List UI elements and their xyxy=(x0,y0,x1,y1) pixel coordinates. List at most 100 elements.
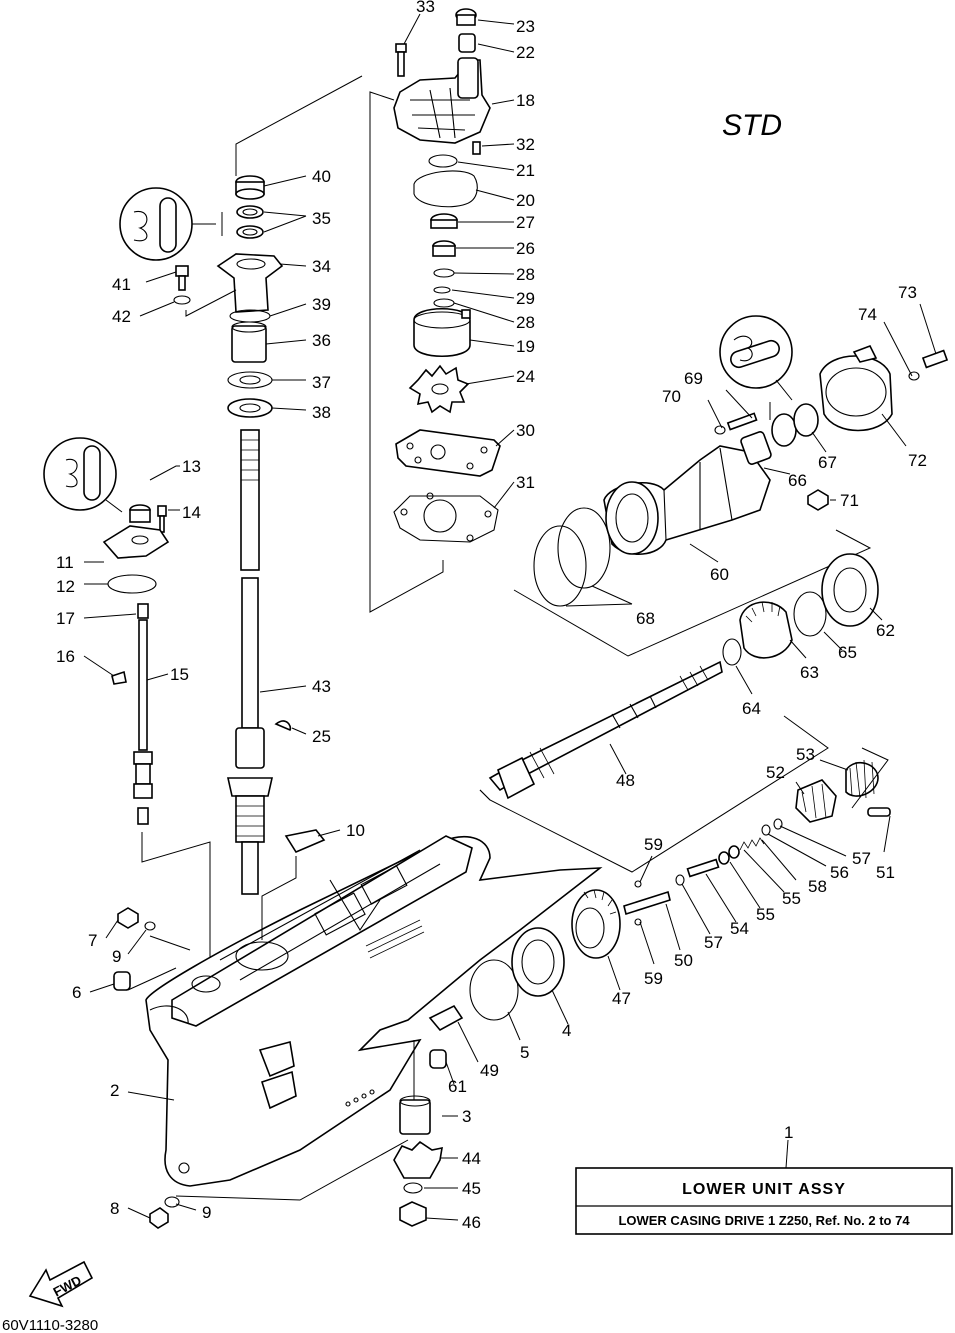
callout-30: 30 xyxy=(516,421,535,440)
bearing-3 xyxy=(399,1099,431,1135)
callout-44: 44 xyxy=(462,1149,481,1168)
callout-71: 71 xyxy=(840,491,859,510)
callout-36: 36 xyxy=(312,331,331,350)
callout-52: 52 xyxy=(766,763,785,782)
callout-65: 65 xyxy=(838,643,857,662)
callout-15: 15 xyxy=(170,665,189,684)
callout-68: 68 xyxy=(636,609,655,628)
callout-25: 25 xyxy=(312,727,331,746)
assembly-box-frame xyxy=(575,1167,953,1235)
pin-32 xyxy=(472,141,481,155)
callout-57a: 57 xyxy=(704,933,723,952)
assembly-title: LOWER UNIT ASSY xyxy=(682,1181,846,1198)
bearing-4 xyxy=(511,927,565,997)
pump-cup-19 xyxy=(413,307,471,358)
casing-drive-shaft-hole xyxy=(235,941,289,971)
seal-35-lower xyxy=(236,225,264,239)
prop-housing-group xyxy=(513,344,949,666)
bolt-7 xyxy=(117,907,139,929)
washer-28-lower xyxy=(433,298,455,308)
nut-46 xyxy=(399,1201,427,1227)
shim-65 xyxy=(793,591,827,637)
callout-57b: 57 xyxy=(852,849,871,868)
callout-22: 22 xyxy=(516,43,535,62)
callout-27: 27 xyxy=(516,213,535,232)
outer-plate-30 xyxy=(395,429,501,477)
callout-37: 37 xyxy=(312,373,331,392)
shim-37 xyxy=(227,371,273,389)
callout-26: 26 xyxy=(516,239,535,258)
anode-plate xyxy=(258,1041,295,1078)
callout-23: 23 xyxy=(516,17,535,36)
callout-67: 67 xyxy=(818,453,837,472)
callout-29: 29 xyxy=(516,289,535,308)
callout-53: 53 xyxy=(796,745,815,764)
callout-55b: 55 xyxy=(782,889,801,908)
spring-58 xyxy=(739,837,765,851)
drive-shaft-43-spline xyxy=(235,795,265,843)
callout-12: 12 xyxy=(56,577,75,596)
o-ring-68-left xyxy=(533,525,587,607)
callout-69: 69 xyxy=(684,369,703,388)
forward-gear-47 xyxy=(571,889,621,959)
callout-63: 63 xyxy=(800,663,819,682)
drive-shaft-group xyxy=(173,75,363,895)
o-ring-21 xyxy=(428,154,458,168)
variant-label: STD xyxy=(722,109,782,142)
bearing-66 xyxy=(740,431,772,465)
propeller-shaft-48 xyxy=(479,660,723,801)
bearing-housing-34 xyxy=(216,253,284,313)
callout-54: 54 xyxy=(730,919,749,938)
clip-16 xyxy=(111,670,127,685)
callout-47: 47 xyxy=(612,989,631,1008)
o-ring-68-right xyxy=(557,507,611,589)
forward-gear-group xyxy=(469,880,671,1021)
callout-56: 56 xyxy=(830,863,849,882)
callout-45: 45 xyxy=(462,1179,481,1198)
o-ring-12 xyxy=(107,574,157,594)
callout-7: 7 xyxy=(88,931,97,950)
ball-59-upper xyxy=(634,880,642,888)
gasket-31 xyxy=(393,495,499,543)
bolt-14-head xyxy=(157,505,167,517)
casing-top-deck xyxy=(171,835,473,1027)
pinion-44 xyxy=(393,1140,443,1179)
shift-plunger-50 xyxy=(623,890,671,916)
bolt-69 xyxy=(726,412,758,431)
washer-74 xyxy=(908,371,920,381)
ball-59-lower xyxy=(634,918,642,926)
washer-28-upper xyxy=(433,268,455,278)
callout-74: 74 xyxy=(858,305,877,324)
callout-14: 14 xyxy=(182,503,201,522)
grommet-23-body xyxy=(456,14,476,26)
callout-24: 24 xyxy=(516,367,535,386)
callout-32: 32 xyxy=(516,135,535,154)
bearing-36 xyxy=(231,325,267,363)
shift-rod-group xyxy=(102,504,211,990)
callout-51: 51 xyxy=(876,863,895,882)
bolt-8 xyxy=(149,1207,169,1229)
seal-17 xyxy=(137,603,149,619)
ball-55-left xyxy=(718,851,730,865)
callout-40: 40 xyxy=(312,167,331,186)
callout-55a: 55 xyxy=(756,905,775,924)
bushing-6 xyxy=(113,971,131,991)
assembly-subtitle: LOWER CASING DRIVE 1 Z250, Ref. No. 2 to… xyxy=(618,1213,910,1228)
callout-17: 17 xyxy=(56,609,75,628)
seal-22 xyxy=(458,33,476,53)
pin-61 xyxy=(429,1049,447,1069)
pin-51 xyxy=(867,807,891,817)
callout-18: 18 xyxy=(516,91,535,110)
callout-16: 16 xyxy=(56,647,75,666)
water-pump-group xyxy=(369,8,501,613)
bolt-41-head xyxy=(175,265,189,277)
grease-symbol-13 xyxy=(43,437,123,513)
callout-34: 34 xyxy=(312,257,331,276)
grease-symbol-67 xyxy=(719,315,793,401)
callout-9b: 9 xyxy=(202,1203,211,1222)
washer-42 xyxy=(173,295,191,305)
callout-41: 41 xyxy=(112,275,131,294)
fwd-arrow-icon: FWD xyxy=(28,1260,94,1308)
callout-5: 5 xyxy=(520,1043,529,1062)
